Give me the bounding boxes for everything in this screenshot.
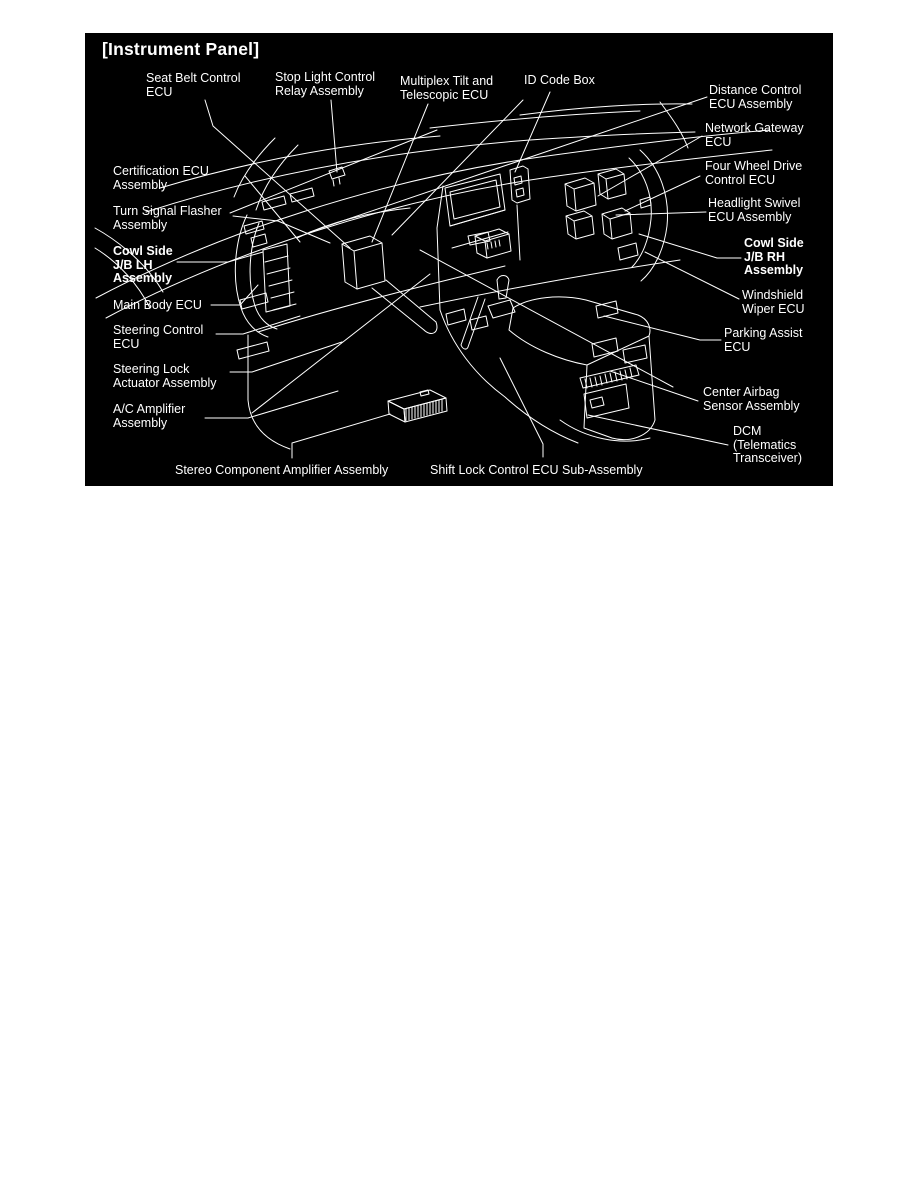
leader-lines [176,91,742,459]
label-headlight-swivel-ecu: Headlight Swivel ECU Assembly [708,196,801,224]
label-stereo-component-amplifier: Stereo Component Amplifier Assembly [175,463,389,477]
label-steering-control-ecu: Steering Control ECU [113,323,204,351]
label-steering-lock-actuator: Steering Lock Actuator Assembly [113,362,217,390]
label-stop-light-control-relay: Stop Light Control Relay Assembly [275,70,376,98]
cowl-side-lh-jb-drawing [234,187,315,360]
right-ecu-cluster-drawing [564,149,669,319]
label-id-code-box: ID Code Box [524,73,595,87]
label-seat-belt-control-ecu: Seat Belt Control ECU [146,71,241,99]
instrument-panel-line-art [94,91,773,459]
label-turn-signal-flasher: Turn Signal Flasher Assembly [113,204,222,232]
label-main-body-ecu: Main Body ECU [113,298,202,312]
label-four-wheel-drive-control-ecu: Four Wheel Drive Control ECU [705,159,803,187]
dash-body-lines [94,99,773,450]
label-parking-assist-ecu: Parking Assist ECU [724,326,803,354]
label-distance-control-ecu: Distance Control ECU Assembly [709,83,802,111]
label-ac-amplifier: A/C Amplifier Assembly [113,402,186,430]
label-cowl-side-jb-lh: Cowl Side J/B LH Assembly [113,244,173,285]
stereo-amplifier-drawing [387,389,448,423]
label-dcm-telematics-transceiver: DCM (Telematics Transceiver) [733,424,802,465]
label-cowl-side-jb-rh: Cowl Side J/B RH Assembly [744,236,804,277]
steering-column-drawing [328,166,438,334]
label-network-gateway-ecu: Network Gateway ECU [705,121,804,149]
label-windshield-wiper-ecu: Windshield Wiper ECU [742,288,805,316]
label-multiplex-tilt-telescopic-ecu: Multiplex Tilt and Telescopic ECU [400,74,494,102]
center-stack-drawing [436,165,579,444]
instrument-panel-figure: [Instrument Panel] Seat Belt Control ECU… [85,33,833,486]
label-center-airbag-sensor: Center Airbag Sensor Assembly [703,385,800,413]
label-certification-ecu: Certification ECU Assembly [113,164,209,192]
label-shift-lock-control-ecu: Shift Lock Control ECU Sub-Assembly [430,463,643,477]
figure-title: [Instrument Panel] [102,39,260,59]
center-console-drawing [508,296,656,442]
